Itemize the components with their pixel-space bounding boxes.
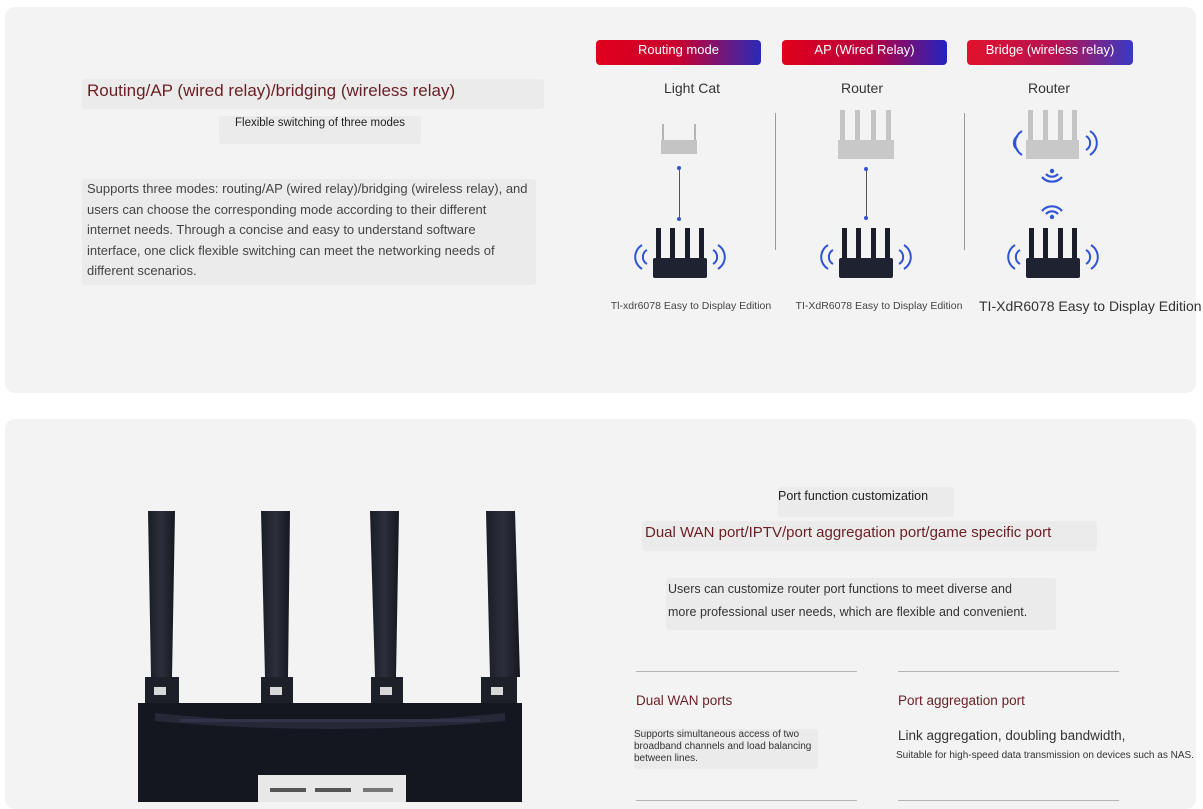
modes-description: Supports three modes: routing/AP (wired …: [82, 179, 536, 285]
feature-title-port-aggregation: Port aggregation port: [898, 693, 1025, 708]
wired-link-line: [679, 168, 680, 220]
tag-bridge-mode: Bridge (wireless relay): [967, 40, 1133, 65]
link-dot: [677, 166, 681, 170]
feature-text-dual-wan: Supports simultaneous access of two broa…: [634, 729, 818, 769]
router-icon: [838, 110, 894, 159]
caption-routing: Tl-xdr6078 Easy to Display Edition: [610, 300, 772, 312]
caption-ap: TI-XdR6078 Easy to Display Edition: [795, 300, 963, 312]
link-dot: [864, 167, 868, 171]
xdr6078-router-icon: [1007, 228, 1099, 278]
feature-subtitle-port-aggregation: Link aggregation, doubling bandwidth,: [898, 728, 1126, 743]
column-divider: [964, 113, 965, 250]
light-cat-icon: [661, 124, 697, 154]
feature-title-dual-wan: Dual WAN ports: [636, 693, 733, 708]
feature-text-port-aggregation: Suitable for high-speed data transmissio…: [896, 750, 1194, 761]
wireless-link-icon: [1041, 168, 1063, 220]
modes-subtitle: Flexible switching of three modes: [219, 116, 421, 144]
ports-description: Users can customize router port function…: [666, 578, 1056, 630]
link-dot: [677, 217, 681, 221]
modes-title: Routing/AP (wired relay)/bridging (wirel…: [82, 79, 544, 109]
ports-heading: Port function customization: [778, 487, 954, 517]
col-head-light-cat: Light Cat: [663, 80, 721, 96]
link-dot: [864, 216, 868, 220]
caption-bridge: TI-XdR6078 Easy to Display Edition: [979, 298, 1202, 314]
col-head-router-ap: Router: [840, 80, 884, 96]
router-product-image: [138, 511, 522, 802]
col-head-router-bridge: Router: [1027, 80, 1071, 96]
ports-description-line: Users can customize router port function…: [668, 582, 1012, 596]
xdr6078-router-icon: [634, 228, 726, 278]
column-divider: [775, 113, 776, 250]
feature-divider: [636, 671, 857, 672]
tag-routing-mode: Routing mode: [596, 40, 761, 65]
router-wifi-icon: [1012, 110, 1098, 159]
xdr6078-router-icon: [820, 228, 912, 278]
feature-divider: [898, 671, 1119, 672]
feature-divider: [636, 800, 857, 801]
ports-description-line: more professional user needs, which are …: [668, 605, 1028, 619]
tag-ap-mode: AP (Wired Relay): [782, 40, 947, 65]
ports-title: Dual WAN port/IPTV/port aggregation port…: [642, 521, 1097, 551]
feature-divider: [898, 800, 1119, 801]
wired-link-line: [866, 170, 867, 218]
